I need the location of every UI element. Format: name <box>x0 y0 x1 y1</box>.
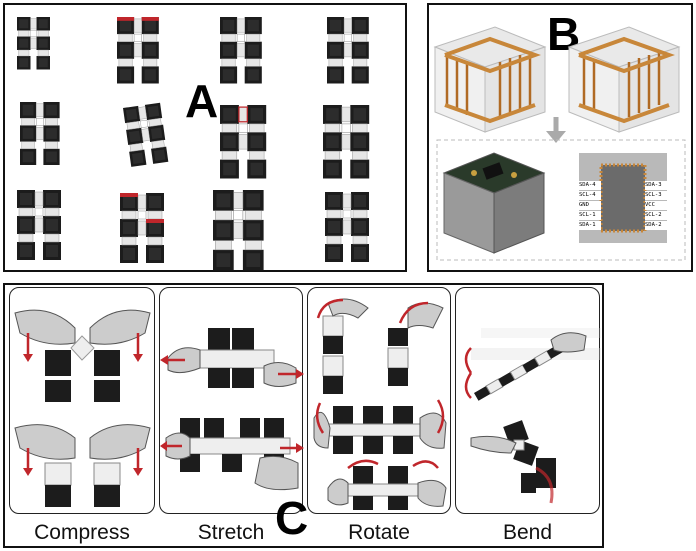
stretch-top <box>160 328 304 388</box>
config-2 <box>117 17 159 84</box>
down-arrow-icon <box>546 117 566 143</box>
rotate-subpanel <box>307 287 451 514</box>
rotate-arrow-icon <box>398 301 429 324</box>
pcb-pin-label: SDA-1 <box>579 221 601 230</box>
rotate-arrow-icon <box>436 399 445 434</box>
pcb-pin-label: SCL-4 <box>579 191 601 200</box>
cube-configurations-grid <box>5 5 409 274</box>
frame-cube-left <box>433 26 547 133</box>
rotate-bottom <box>327 459 447 510</box>
config-10 <box>120 193 164 263</box>
rotate-arrow-icon <box>316 298 344 319</box>
caption-stretch: Stretch <box>197 521 265 544</box>
pcb-pin-label: SDA-4 <box>579 181 601 190</box>
stretch-subpanel <box>159 287 304 514</box>
bend-subpanel <box>455 287 601 514</box>
module-with-pcb <box>442 152 546 254</box>
rotate-top <box>316 298 444 394</box>
frame-cube-right <box>567 26 681 133</box>
pcb-pin-label: SCL-1 <box>579 211 601 220</box>
config-4 <box>327 17 369 84</box>
compress-bottom <box>14 424 151 507</box>
panel-b: B <box>427 3 693 272</box>
rotate-arrow-icon <box>315 402 325 434</box>
rotate-arrow-icon <box>347 459 379 469</box>
pcb-pin-label: SCL-2 <box>645 211 667 220</box>
compress-top <box>14 309 151 402</box>
stretch-bottom <box>160 418 304 491</box>
detail-dashed-box <box>436 139 686 261</box>
pcb-pin-label: SDA-3 <box>645 181 667 190</box>
caption-compress: Compress <box>34 521 130 544</box>
caption-bend: Bend <box>502 521 553 544</box>
pcb-pin-label: SDA-2 <box>645 221 667 230</box>
bend-arrow-icon <box>464 347 473 374</box>
panel-a: A <box>3 3 407 272</box>
config-11 <box>213 190 264 271</box>
bend-bottom <box>470 420 556 504</box>
config-5 <box>20 102 60 165</box>
pcb-pin-label: VCC <box>645 201 667 210</box>
bend-top <box>464 328 601 401</box>
pcb-left-labels: SDA-4 SCL-4 GND SCL-1 SDA-1 <box>579 181 601 231</box>
panel-c-label: C <box>275 492 309 544</box>
rotate-middle <box>313 399 447 454</box>
internal-structure-illustration <box>433 26 686 261</box>
caption-rotate: Rotate <box>348 521 410 544</box>
config-6 <box>123 103 168 167</box>
config-8 <box>323 105 369 179</box>
pcb-pin-label: GND <box>579 201 601 210</box>
config-12 <box>325 192 369 262</box>
config-1 <box>17 17 50 70</box>
panel-c: Compress <box>3 283 604 548</box>
pcb-pin-label: SCL-3 <box>645 191 667 200</box>
config-9 <box>17 190 61 260</box>
panel-a-label: A <box>185 75 219 127</box>
pcb-right-labels: SDA-3 SCL-3 VCC SCL-2 SDA-2 <box>645 181 667 231</box>
config-3 <box>220 17 262 84</box>
rotate-arrow-icon <box>412 460 439 469</box>
compress-subpanel <box>9 287 155 514</box>
config-7 <box>220 105 266 179</box>
